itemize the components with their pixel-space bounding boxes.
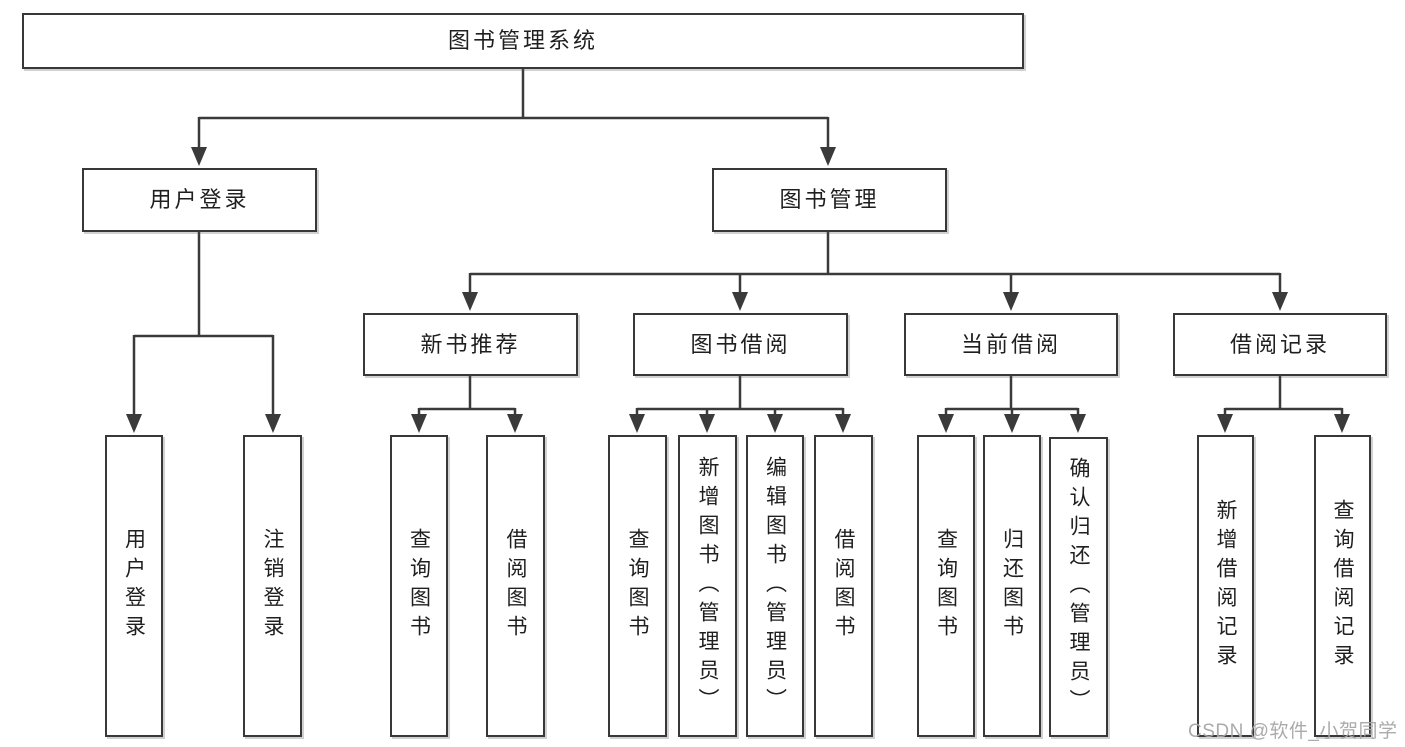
leaf-return-book-label: 归还图书 — [1000, 528, 1024, 644]
leaf-confirm-return-admin-label: 确认归还（管理员） — [1067, 456, 1090, 718]
leaf-query-book-1-label: 查询图书 — [407, 528, 431, 644]
csdn-watermark: CSDN @软件_小贺同学 — [1188, 721, 1398, 742]
node-book-borrow-label: 图书借阅 — [690, 331, 791, 357]
leaf-borrow-book-1-label: 借阅图书 — [504, 528, 527, 644]
leaf-borrow-book-1: 借阅图书 — [486, 435, 545, 737]
node-current-borrow: 当前借阅 — [904, 313, 1118, 376]
node-current-borrow-label: 当前借阅 — [960, 331, 1061, 357]
node-borrow-records: 借阅记录 — [1173, 313, 1387, 376]
arrowheads — [126, 147, 1350, 433]
leaf-query-borrow-record: 查询借阅记录 — [1314, 435, 1371, 737]
leaf-query-book-1: 查询图书 — [390, 435, 448, 737]
leaf-edit-book-admin-label: 编辑图书（管理员） — [763, 455, 787, 717]
leaf-add-book-admin: 新增图书（管理员） — [678, 435, 737, 737]
node-new-book-recommend-label: 新书推荐 — [420, 331, 521, 357]
leaf-borrow-book-2: 借阅图书 — [814, 435, 873, 737]
leaf-add-borrow-record-label: 新增借阅记录 — [1214, 499, 1237, 673]
leaf-add-book-admin-label: 新增图书（管理员） — [696, 455, 719, 717]
leaf-user-login-label: 用户登录 — [122, 528, 146, 644]
leaf-query-book-3-label: 查询图书 — [934, 528, 958, 644]
node-root: 图书管理系统 — [22, 13, 1024, 69]
leaf-user-login: 用户登录 — [105, 435, 163, 737]
leaf-logout: 注销登录 — [243, 435, 302, 737]
node-book-management: 图书管理 — [712, 168, 947, 232]
leaf-borrow-book-2-label: 借阅图书 — [832, 528, 855, 644]
leaf-query-book-3: 查询图书 — [917, 435, 975, 737]
leaf-query-borrow-record-label: 查询借阅记录 — [1331, 499, 1354, 673]
leaf-confirm-return-admin: 确认归还（管理员） — [1049, 437, 1108, 737]
leaf-return-book: 归还图书 — [983, 435, 1041, 737]
node-book-management-label: 图书管理 — [779, 187, 880, 212]
node-user-login-label: 用户登录 — [149, 187, 250, 212]
leaf-edit-book-admin: 编辑图书（管理员） — [746, 435, 804, 737]
node-new-book-recommend: 新书推荐 — [363, 313, 578, 376]
leaf-add-borrow-record: 新增借阅记录 — [1197, 435, 1254, 737]
leaf-query-book-2: 查询图书 — [608, 435, 667, 737]
node-root-label: 图书管理系统 — [447, 28, 598, 53]
leaf-logout-label: 注销登录 — [261, 528, 284, 644]
node-book-borrow: 图书借阅 — [633, 313, 848, 376]
leaf-query-book-2-label: 查询图书 — [626, 528, 649, 644]
node-user-login: 用户登录 — [82, 168, 317, 232]
node-borrow-records-label: 借阅记录 — [1229, 331, 1330, 357]
